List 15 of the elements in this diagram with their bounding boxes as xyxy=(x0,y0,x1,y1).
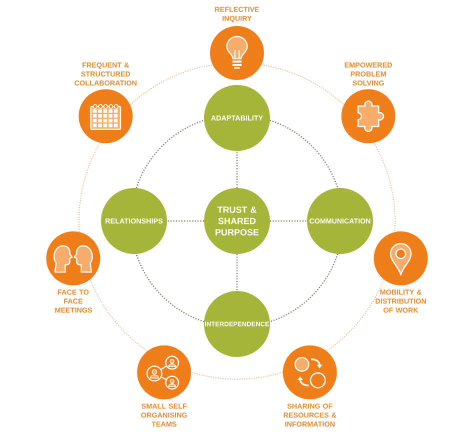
dotted-arc xyxy=(190,372,284,380)
dotted-line xyxy=(270,220,307,222)
dotted-arc xyxy=(270,254,338,322)
dotted-arc xyxy=(260,64,344,106)
dotted-arc xyxy=(136,254,204,322)
dotted-arc xyxy=(374,142,396,233)
dotted-arc xyxy=(130,64,214,106)
dotted-arc xyxy=(326,278,384,352)
dotted-arc xyxy=(270,120,338,188)
dotted-arc xyxy=(78,142,100,233)
dotted-line xyxy=(236,151,238,188)
dotted-line xyxy=(167,220,204,222)
dotted-line xyxy=(236,254,238,291)
dotted-arc xyxy=(136,120,204,188)
dotted-arc xyxy=(90,278,148,352)
